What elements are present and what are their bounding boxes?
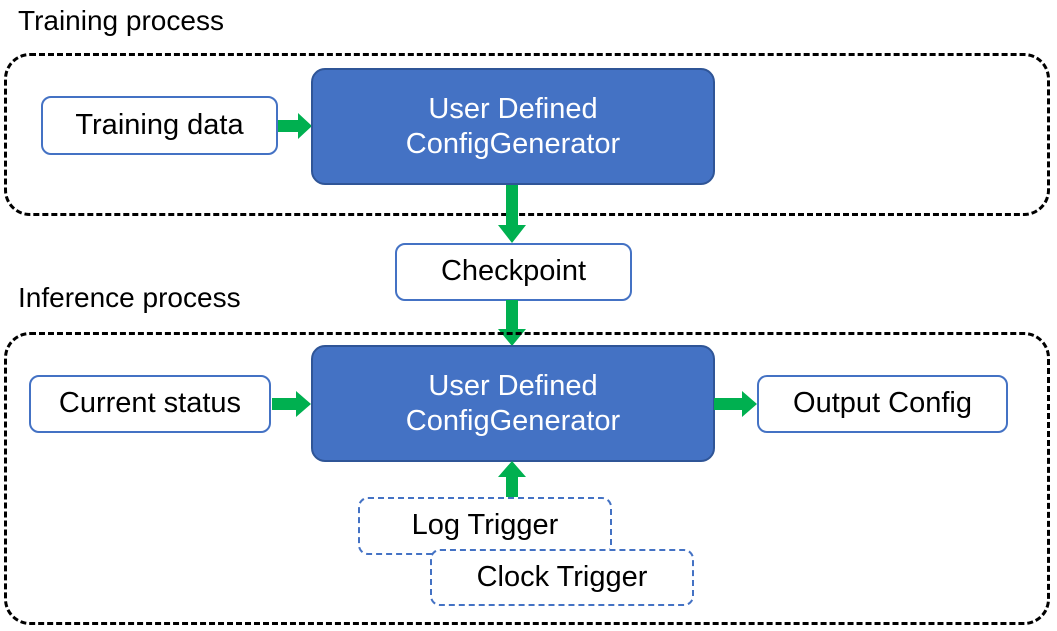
arrow-triggers-to-generator: [496, 461, 530, 503]
arrow-generator-to-output-config: [714, 388, 760, 420]
node-inference-config-generator-line2: ConfigGenerator: [405, 404, 621, 437]
node-clock-trigger[interactable]: Clock Trigger: [430, 549, 694, 606]
node-inference-config-generator[interactable]: User Defined ConfigGenerator: [311, 345, 715, 462]
node-training-data[interactable]: Training data: [41, 96, 278, 155]
node-current-status[interactable]: Current status: [29, 375, 271, 433]
arrow-training-data-to-generator: [278, 110, 314, 142]
training-process-container: [4, 53, 1050, 216]
node-output-config-label: Output Config: [793, 387, 972, 420]
inference-process-container: [4, 332, 1050, 625]
arrow-current-status-to-generator: [272, 388, 314, 420]
node-inference-config-generator-line1: User Defined: [428, 370, 598, 403]
node-train-config-generator[interactable]: User Defined ConfigGenerator: [311, 68, 715, 185]
node-train-config-generator-line1: User Defined: [428, 93, 598, 126]
node-log-trigger-label: Log Trigger: [411, 509, 559, 542]
inference-process-caption: Inference process: [18, 282, 241, 313]
node-checkpoint-label: Checkpoint: [440, 255, 587, 288]
node-train-config-generator-line2: ConfigGenerator: [405, 127, 621, 160]
arrow-generator-to-checkpoint: [496, 185, 530, 245]
node-checkpoint[interactable]: Checkpoint: [395, 243, 632, 301]
node-clock-trigger-label: Clock Trigger: [476, 560, 648, 593]
node-current-status-label: Current status: [58, 387, 242, 420]
node-training-data-label: Training data: [75, 108, 244, 141]
training-process-caption: Training process: [18, 5, 224, 36]
node-output-config[interactable]: Output Config: [757, 375, 1008, 433]
node-log-trigger[interactable]: Log Trigger: [358, 497, 612, 555]
